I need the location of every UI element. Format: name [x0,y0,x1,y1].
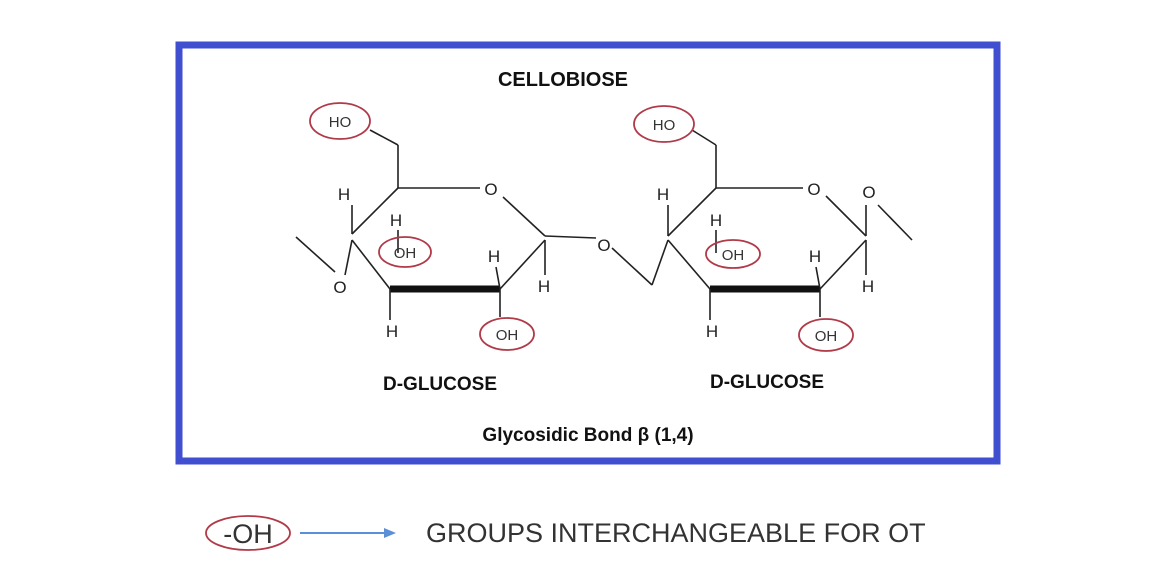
legend-description: GROUPS INTERCHANGEABLE FOR OT [426,518,926,548]
svg-text:OH: OH [722,247,745,264]
hydroxyl-group-c2-right: OH [798,318,854,352]
hydrogen-atom: H [338,185,350,204]
ring-oxygen-right: O [807,180,820,199]
legend-arrowhead [384,528,396,538]
svg-text:OH: OH [815,328,838,345]
glycosidic-bond-label: Glycosidic Bond β (1,4) [482,425,693,446]
glucose-ring-left [295,129,653,320]
monomer-label-left: D-GLUCOSE [383,374,497,395]
anomeric-oxygen-right: O [862,183,875,202]
hydroxymethyl-group-right: HO [633,105,695,143]
hydroxyl-group-c2-left: OH [479,317,535,351]
diagram-frame [175,41,1001,465]
hydroxyl-group-c3-left: OH [378,236,432,268]
hydroxyl-group-c3-right: OH [705,239,761,269]
hydrogen-atom: H [488,247,500,266]
hydrogen-atom: H [386,322,398,341]
svg-text:OH: OH [496,327,519,344]
anomeric-oxygen-left: O [333,278,346,297]
hydrogen-atom: H [710,211,722,230]
hydrogen-atom: H [538,277,550,296]
glucose-ring-right [651,129,913,320]
glycosidic-oxygen: O [597,236,610,255]
legend: -OH GROUPS INTERCHANGEABLE FOR OT [205,515,926,551]
monomer-label-right: D-GLUCOSE [710,372,824,393]
hydrogen-atom: H [390,211,402,230]
hydroxymethyl-group-left: HO [309,102,371,140]
legend-oh-label: -OH [223,519,273,549]
svg-text:OH: OH [394,245,417,262]
svg-text:HO: HO [329,114,352,131]
legend-oh-marker [205,515,291,551]
svg-text:HO: HO [653,117,676,134]
hydrogen-atom: H [809,247,821,266]
diagram-title: CELLOBIOSE [498,69,628,91]
ring-oxygen-left: O [484,180,497,199]
hydrogen-atom: H [706,322,718,341]
hydrogen-atom: H [657,185,669,204]
hydrogen-atom: H [862,277,874,296]
